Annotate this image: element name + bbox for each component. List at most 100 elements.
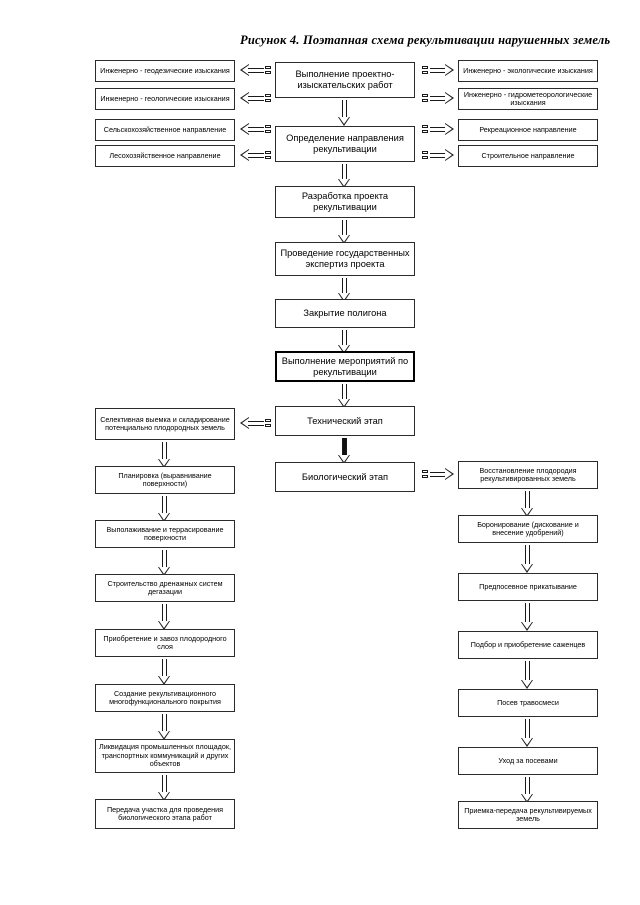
node-podbor-priobretenie-sazhencev[interactable]: Подбор и приобретение саженцев	[458, 631, 598, 659]
arrow-to-rekreacionnoe-napravlenie	[430, 123, 454, 136]
connector-tick-pair	[422, 470, 429, 479]
flow-arrow-c5-c6	[338, 330, 351, 354]
node-stroitelstvo-drenazhnyh-sistem-degazacii[interactable]: Строительство дренажных систем дегазации	[95, 574, 235, 602]
node-vypolnenie-proektno-izyskatelskih-rabot[interactable]: Выполнение проектно-изыскательских работ	[275, 62, 415, 98]
node-peredacha-uchastka-biologicheskij-etap[interactable]: Передача участка для проведения биологич…	[95, 799, 235, 829]
node-inzhenerno-ekologicheskie-izyskaniya[interactable]: Инженерно - экологические изыскания	[458, 60, 598, 82]
arrow-biologicheskij-etap-to-biological-list	[430, 468, 454, 481]
node-label: Закрытие полигона	[303, 308, 387, 319]
arrow-to-lesohozyajstvennoe-napravlenie	[240, 149, 264, 162]
flow-arrow-c2-c3	[338, 164, 351, 188]
node-label: Планировка (выравнивание поверхности)	[118, 470, 212, 488]
node-likvidaciya-promyshlennyh-ploshchadok[interactable]: Ликвидация промышленных площадок, трансп…	[95, 739, 235, 773]
node-label: Биологический этап	[301, 471, 389, 482]
node-label: Инженерно - экологические изыскания	[463, 65, 593, 75]
node-label: Приобретение и завоз плодородного слоя	[103, 633, 227, 651]
node-inzhenerno-geologicheskie-izyskaniya[interactable]: Инженерно - геологические изыскания	[95, 88, 235, 110]
node-label: Подбор и приобретение саженцев	[470, 639, 586, 649]
node-planirovka-vyravnivanie-poverhnosti[interactable]: Планировка (выравнивание поверхности)	[95, 466, 235, 494]
connector-tick-pair	[422, 94, 429, 103]
node-label: Лесохозяйственное направление	[109, 150, 221, 160]
flow-arrow-t4-t5	[158, 604, 171, 630]
arrow-to-geodezicheskie-izyskaniya	[240, 64, 264, 77]
node-vypolnenie-meropriyatij-po-rekultivacii[interactable]: Выполнение мероприятий по рекультивации	[275, 351, 415, 382]
flow-arrow-b1-b2	[521, 491, 534, 517]
flow-arrow-t3-t4	[158, 550, 171, 576]
node-label: Селективная выемка и складирование потен…	[100, 414, 230, 432]
connector-tick-pair	[265, 151, 272, 160]
arrow-tehnicheskij-etap-to-technical-list	[240, 417, 264, 430]
flow-arrow-b4-b5	[521, 661, 534, 689]
flow-arrow-t2-t3	[158, 496, 171, 522]
node-label: Сельскохозяйственное направление	[103, 124, 227, 134]
connector-tick-pair	[265, 94, 272, 103]
connector-tick-pair	[422, 125, 429, 134]
node-tehnicheskij-etap[interactable]: Технический этап	[275, 406, 415, 436]
node-opredelenie-napravleniya-rekultivacii[interactable]: Определение направления рекультивации	[275, 126, 415, 162]
node-uhod-za-posevami[interactable]: Уход за посевами	[458, 747, 598, 775]
flow-arrow-c7-c8	[338, 438, 351, 464]
node-label: Рекреационное направление	[479, 124, 577, 134]
node-boronirovanie-diskovanie-udobreniya[interactable]: Боронирование (дискование и внесение удо…	[458, 515, 598, 543]
figure-title: Рисунок 4. Поэтапная схема рекультивации…	[240, 33, 611, 47]
connector-tick-pair	[265, 66, 272, 75]
node-label: Строительство дренажных систем дегазации	[107, 578, 223, 596]
node-label: Технический этап	[307, 415, 383, 426]
node-label: Строительное направление	[481, 150, 575, 160]
arrow-to-selskohozyajstvennoe-napravlenie	[240, 123, 264, 136]
flow-arrow-t5-t6	[158, 659, 171, 685]
flow-arrow-t6-t7	[158, 714, 171, 740]
node-label: Разработка проекта рекультивации	[301, 191, 389, 212]
flow-arrow-t7-t8	[158, 775, 171, 801]
node-label: Передача участка для проведения биологич…	[106, 804, 224, 822]
node-posev-travosmesi[interactable]: Посев травосмеси	[458, 689, 598, 717]
node-label: Ликвидация промышленных площадок, трансп…	[99, 742, 231, 769]
node-label: Проведение государственных экспертиз про…	[280, 248, 410, 269]
node-zakrytie-poligona[interactable]: Закрытие полигона	[275, 299, 415, 328]
flow-arrow-c3-c4	[338, 220, 351, 244]
node-label: Посев травосмеси	[497, 697, 559, 707]
node-label: Выполаживание и террасирование поверхнос…	[106, 524, 224, 542]
node-label: Инженерно - геодезические изыскания	[100, 65, 230, 75]
node-lesohozyajstvennoe-napravlenie[interactable]: Лесохозяйственное направление	[95, 145, 235, 167]
node-label: Восстановление плодородия рекультивирова…	[479, 465, 577, 483]
node-vypolazhivanie-terrasirovanie-poverhnosti[interactable]: Выполаживание и террасирование поверхнос…	[95, 520, 235, 548]
node-label: Выполнение мероприятий по рекультивации	[281, 355, 409, 377]
node-provedenie-gosudarstvennyh-ekspertiz-proekta[interactable]: Проведение государственных экспертиз про…	[275, 242, 415, 276]
connector-tick-pair	[265, 419, 272, 428]
arrow-to-stroitelnoe-napravlenie	[430, 149, 454, 162]
node-razrabotka-proekta-rekultivacii[interactable]: Разработка проекта рекультивации	[275, 186, 415, 218]
arrow-to-ekologicheskie-izyskaniya	[430, 64, 454, 77]
node-label: Приемка-передача рекультивируемых земель	[464, 805, 592, 823]
node-label: Уход за посевами	[498, 755, 558, 765]
node-label: Инженерно - гидрометеорологические изыск…	[463, 89, 593, 107]
node-biologicheskij-etap[interactable]: Биологический этап	[275, 462, 415, 492]
node-stroitelnoe-napravlenie[interactable]: Строительное направление	[458, 145, 598, 167]
node-inzhenerno-geodezicheskie-izyskaniya[interactable]: Инженерно - геодезические изыскания	[95, 60, 235, 82]
node-vosstanovlenie-plodorodiya-zemel[interactable]: Восстановление плодородия рекультивирова…	[458, 461, 598, 489]
node-predposevnoe-prikatyvanie[interactable]: Предпосевное прикатывание	[458, 573, 598, 601]
node-selektivnaya-vyemka-skladirovanie[interactable]: Селективная выемка и складирование потен…	[95, 408, 235, 440]
node-rekreacionnoe-napravlenie[interactable]: Рекреационное направление	[458, 119, 598, 141]
arrow-to-geologicheskie-izyskaniya	[240, 92, 264, 105]
node-priemka-peredacha-rekultiviruemyh-zemel[interactable]: Приемка-передача рекультивируемых земель	[458, 801, 598, 829]
flow-arrow-t1-t2	[158, 442, 171, 468]
node-label: Выполнение проектно-изыскательских работ	[295, 69, 395, 90]
node-sozdanie-rekultivacionnogo-pokrytiya[interactable]: Создание рекультивационного многофункцио…	[95, 684, 235, 712]
node-label: Предпосевное прикатывание	[479, 581, 577, 591]
node-label: Определение направления рекультивации	[286, 133, 404, 154]
node-inzhenerno-gidrometeorologicheskie-izyskaniya[interactable]: Инженерно - гидрометеорологические изыск…	[458, 88, 598, 110]
node-priobretenie-zavoz-plodorodnogo-sloya[interactable]: Приобретение и завоз плодородного слоя	[95, 629, 235, 657]
flow-arrow-c4-c5	[338, 278, 351, 302]
flow-arrow-c1-c2	[338, 100, 351, 126]
flow-arrow-b5-b6	[521, 719, 534, 747]
connector-tick-pair	[265, 125, 272, 134]
flow-arrow-b3-b4	[521, 603, 534, 631]
node-label: Создание рекультивационного многофункцио…	[109, 688, 221, 706]
connector-tick-pair	[422, 151, 429, 160]
node-selskohozyajstvennoe-napravlenie[interactable]: Сельскохозяйственное направление	[95, 119, 235, 141]
flow-arrow-c6-c7	[338, 384, 351, 408]
flow-arrow-b6-b7	[521, 777, 534, 803]
node-label: Инженерно - геологические изыскания	[100, 93, 230, 103]
